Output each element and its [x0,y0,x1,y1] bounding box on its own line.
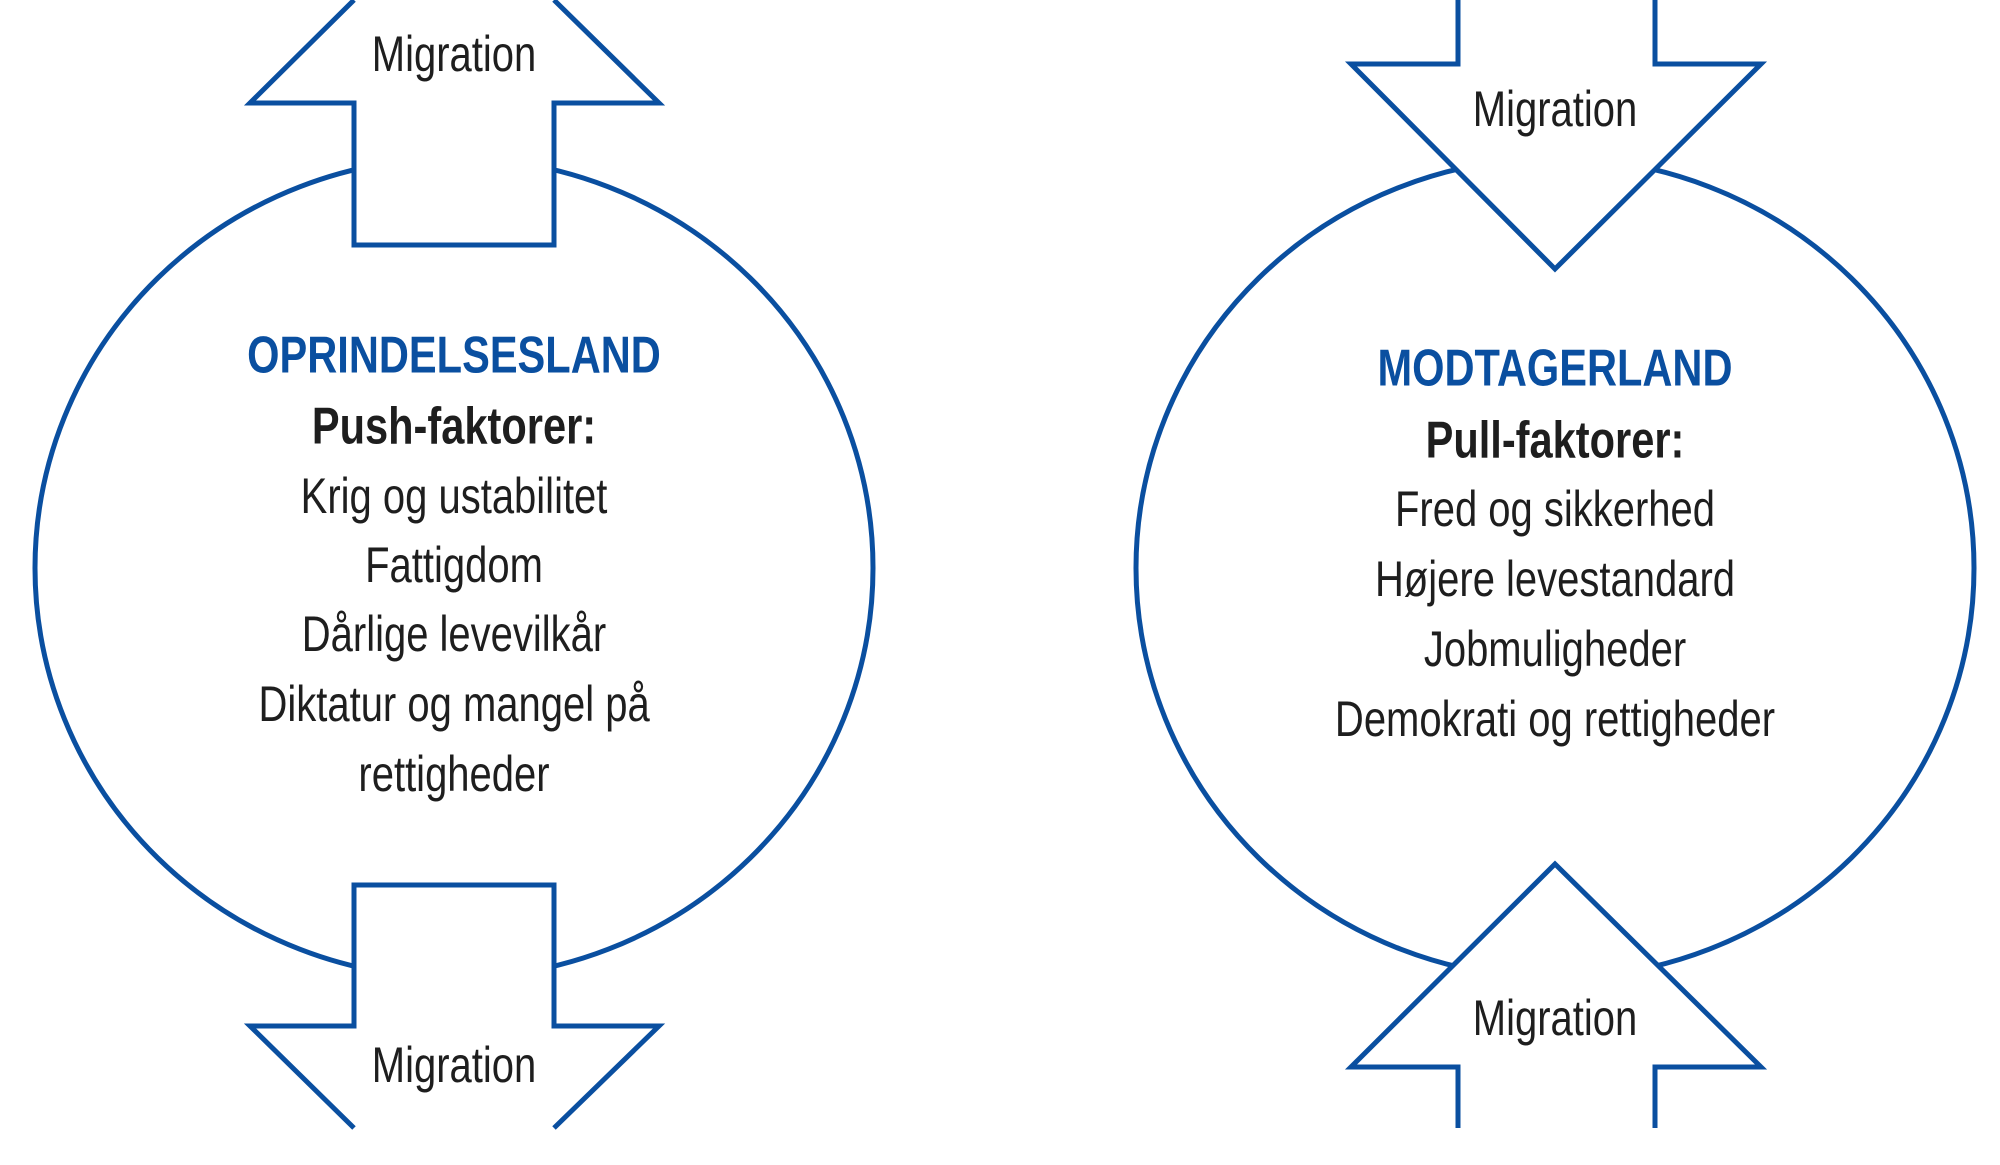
migration-up-arrow-bottom [1344,860,1768,1128]
pull-factor-item: Jobmuligheder [1424,621,1686,677]
push-factor-item: rettigheder [358,746,549,802]
pull-factor-item: Demokrati og rettigheder [1335,691,1775,747]
destination-country-group: Migration Migration MODTAGERLAND Pull-fa… [1133,0,1977,1128]
push-factor-item: Dårlige levevilkår [302,606,606,662]
push-factor-item: Diktatur og mangel på [258,676,650,732]
migration-down-arrow-top [1344,0,1768,273]
origin-title: OPRINDELSESLAND [247,325,661,384]
migration-label: Migration [1473,81,1637,137]
pull-factor-item: Fred og sikkerhed [1395,481,1715,537]
migration-label: Migration [372,26,536,82]
push-factor-item: Fattigdom [365,537,543,593]
origin-country-group: Migration Migration OPRINDELSESLAND Push… [32,0,876,1130]
migration-down-arrow-bottom [243,882,666,1130]
push-factor-item: Krig og ustabilitet [301,468,608,524]
destination-title: MODTAGERLAND [1377,338,1732,397]
pull-factor-item: Højere levestandard [1375,551,1735,607]
pull-factors-heading: Pull-faktorer: [1426,410,1685,469]
migration-label: Migration [372,1037,536,1093]
push-factors-heading: Push-faktorer: [312,396,596,455]
migration-up-arrow-top [243,0,666,248]
migration-label: Migration [1473,990,1637,1046]
